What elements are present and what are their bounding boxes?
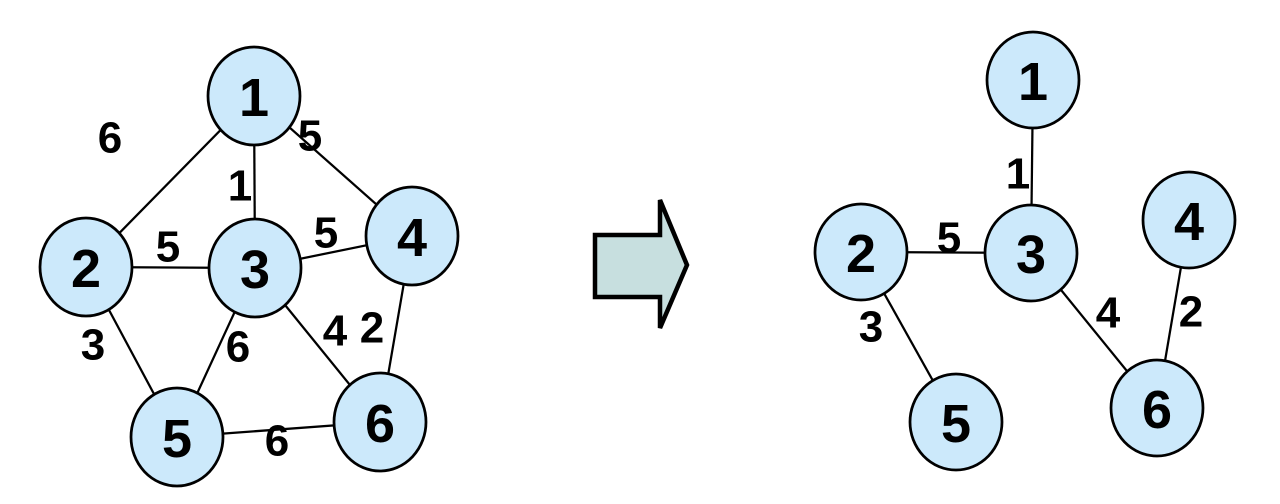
- weighted-graph-weight-label-4-6: 2: [360, 304, 384, 353]
- weighted-graph-node-label-2: 2: [71, 239, 101, 299]
- mst-graph-weight-label-1-3: 1: [1006, 150, 1030, 199]
- weighted-graph-weight-label-1-2: 6: [98, 114, 122, 163]
- weighted-graph-node-label-3: 3: [240, 240, 270, 300]
- weighted-graph-weight-label-1-4: 5: [298, 112, 322, 161]
- weighted-graph-node-2: [38, 216, 134, 318]
- weighted-graph-node-label-5: 5: [162, 409, 192, 469]
- weighted-graph-weight-label-3-4: 5: [314, 209, 338, 258]
- weighted-graph-weight-label-2-3: 5: [156, 223, 180, 272]
- mst-graph-weight-label-2-5: 3: [859, 303, 883, 352]
- mst-graph-weight-label-3-6: 4: [1096, 289, 1121, 338]
- mst-graph-node-6: [1109, 358, 1205, 458]
- weighted-graph-weight-label-3-5: 6: [226, 323, 250, 372]
- mst-graph-node-label-2: 2: [846, 224, 876, 284]
- mst-graph-node-2: [813, 202, 909, 302]
- weighted-graph-weight-label-1-3: 1: [228, 162, 252, 211]
- weighted-graph-weight-label-5-6: 6: [265, 417, 289, 466]
- mst-graph-weight-label-2-3: 5: [937, 214, 961, 263]
- mst-graph-node-label-1: 1: [1018, 52, 1048, 112]
- mst-graph-node-label-3: 3: [1016, 225, 1046, 285]
- mst-graph-node-5: [908, 372, 1004, 472]
- mst-graph-node-label-5: 5: [941, 394, 971, 454]
- transform-arrow-icon: [592, 199, 690, 329]
- weighted-graph-node-label-4: 4: [397, 208, 427, 268]
- mst-graph-node-4: [1141, 170, 1237, 270]
- weighted-graph-node-3: [207, 217, 303, 319]
- mst-graph-node-label-4: 4: [1174, 192, 1204, 252]
- mst-graph-node-1: [985, 30, 1081, 130]
- weighted-graph-weight-label-2-5: 3: [81, 321, 105, 370]
- weighted-graph-weight-label-3-6: 4: [323, 307, 348, 356]
- weighted-graph-node-label-6: 6: [365, 394, 395, 454]
- mst-graph-weight-label-4-6: 2: [1179, 288, 1203, 337]
- weighted-graph-node-5: [129, 386, 225, 488]
- weighted-graph-node-6: [332, 371, 428, 473]
- weighted-graph-node-4: [364, 185, 460, 287]
- weighted-graph-node-1: [206, 45, 302, 147]
- mst-graph-node-label-6: 6: [1142, 380, 1172, 440]
- mst-graph-node-3: [983, 203, 1079, 303]
- weighted-graph-node-label-1: 1: [239, 68, 269, 128]
